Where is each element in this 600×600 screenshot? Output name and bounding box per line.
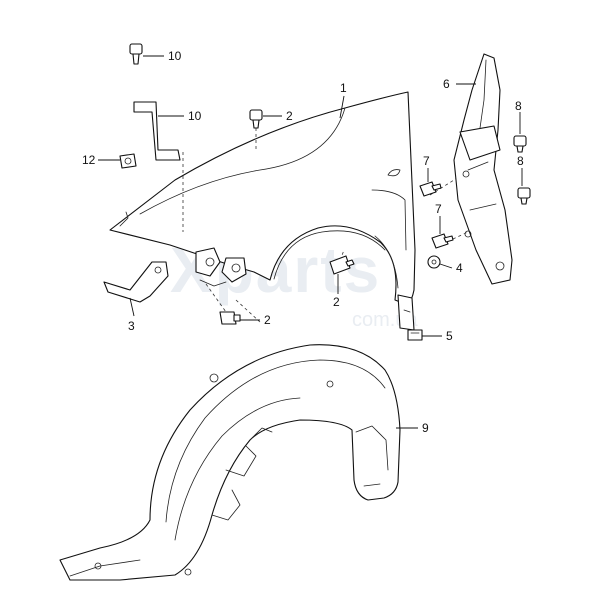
strip-part-10	[133, 101, 181, 161]
nut-12	[119, 153, 137, 169]
clip-nut-5	[407, 329, 423, 341]
callout-7-upper: 7	[423, 154, 430, 168]
callout-12: 12	[82, 153, 96, 167]
callout-1: 1	[340, 81, 347, 95]
screw-7-upper	[419, 181, 442, 197]
clip-4	[427, 255, 441, 269]
callout-8-upper: 8	[515, 99, 522, 113]
splash-panel-part-6	[453, 53, 513, 285]
bracket-part-3	[103, 261, 169, 303]
bolt-11	[129, 43, 143, 65]
fender-part-1	[109, 91, 416, 331]
screw-7-lower	[431, 233, 454, 249]
callout-11: 10	[168, 49, 182, 63]
wheel-liner-part-9	[59, 344, 401, 581]
screw-2-bottom	[219, 311, 241, 325]
callout-7-lower: 7	[435, 202, 442, 216]
callout-4: 4	[456, 261, 463, 275]
screw-8-lower	[517, 187, 531, 205]
callout-3: 3	[128, 319, 135, 333]
callout-9: 9	[422, 421, 429, 435]
callout-2-middle: 2	[333, 295, 340, 309]
callout-6: 6	[443, 77, 450, 91]
callout-2-top: 2	[286, 109, 293, 123]
fasteners	[119, 43, 531, 341]
screw-2-top	[249, 109, 263, 129]
screw-2-middle	[329, 255, 355, 275]
screw-8-upper	[513, 135, 527, 153]
callout-8-lower: 8	[517, 154, 524, 168]
callout-10: 10	[188, 109, 202, 123]
callouts: 10 10 12 2 1 2 2 3 4 5 6 7 7 8 8 9	[82, 49, 524, 435]
callout-2-bottom: 2	[264, 313, 271, 327]
leader-lines	[98, 55, 523, 429]
callout-5: 5	[446, 329, 453, 343]
